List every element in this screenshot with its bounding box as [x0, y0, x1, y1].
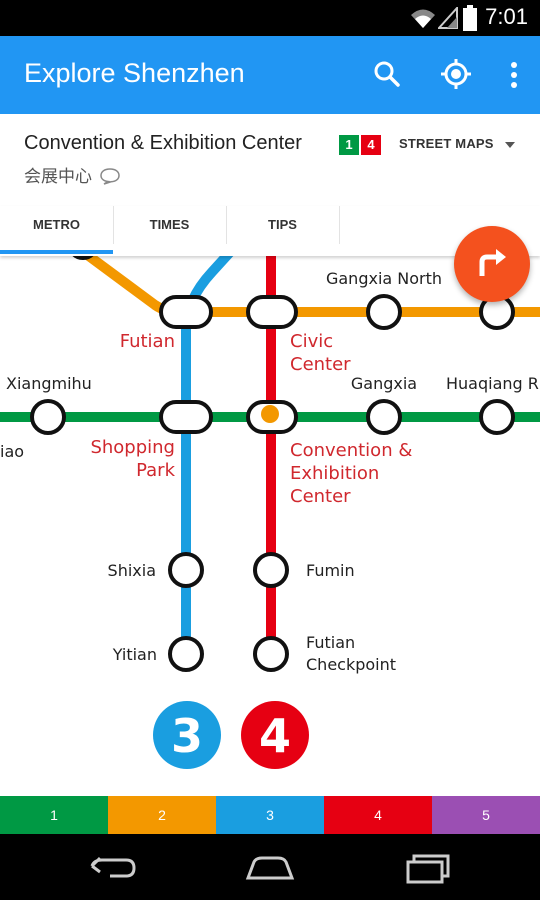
- station-marker-gangxia[interactable]: [366, 399, 402, 435]
- status-time: 7:01: [485, 4, 528, 29]
- tab-indicator: [0, 250, 113, 254]
- more-vert-icon: [511, 62, 517, 88]
- tab-divider: [339, 206, 340, 244]
- label-park: Park: [136, 460, 175, 481]
- station-marker-gangxia-north[interactable]: [366, 294, 402, 330]
- home-button[interactable]: [240, 848, 300, 888]
- line-tab-4[interactable]: 4: [324, 796, 432, 834]
- turn-right-arrow-icon: [479, 249, 506, 276]
- label-iao: iao: [0, 442, 24, 461]
- label-gangxia-north: Gangxia North: [326, 269, 442, 288]
- label-yitian: Yitian: [112, 645, 157, 664]
- recents-icon: [406, 854, 450, 884]
- line-badge-4: 4: [361, 135, 381, 155]
- line-3-circle[interactable]: [153, 701, 221, 769]
- label-exhibition: Exhibition: [290, 463, 379, 484]
- system-nav-bar: [0, 834, 540, 900]
- line-4-number: 4: [259, 709, 291, 763]
- line-tab-1[interactable]: 1: [0, 796, 108, 834]
- line-tab-2[interactable]: 2: [108, 796, 216, 834]
- label-convention: Convention &: [290, 440, 412, 461]
- street-maps-label: STREET MAPS: [399, 136, 494, 151]
- directions-fab[interactable]: [454, 226, 530, 302]
- tab-metro[interactable]: METRO: [33, 217, 80, 232]
- line-3-number: 3: [171, 709, 203, 763]
- station-marker-civic-center[interactable]: [246, 295, 298, 329]
- status-bar: 7:01: [0, 0, 540, 36]
- label-fumin: Fumin: [306, 561, 355, 580]
- battery-icon: [463, 5, 477, 31]
- label-center: Center: [290, 354, 351, 375]
- label-gangxia: Gangxia: [351, 374, 417, 393]
- station-marker-futian[interactable]: [159, 295, 213, 329]
- app-bar: Explore Shenzhen: [0, 36, 540, 114]
- station-marker-shixia[interactable]: [168, 552, 204, 588]
- street-maps-dropdown[interactable]: STREET MAPS: [399, 132, 525, 158]
- back-button[interactable]: [82, 848, 142, 888]
- tab-times[interactable]: TIMES: [149, 217, 190, 232]
- line-selector-bar: 1 2 3 4 5: [0, 796, 540, 834]
- station-native-text: 会展中心: [24, 167, 92, 187]
- search-button[interactable]: [363, 50, 411, 98]
- station-marker-huaqiang[interactable]: [479, 399, 515, 435]
- label-civic: Civic: [290, 331, 333, 352]
- label-futian: Futian: [120, 331, 175, 352]
- station-header: Convention & Exhibition Center 1 4 会展中心 …: [0, 114, 540, 206]
- overflow-menu-button[interactable]: [490, 50, 538, 98]
- dropdown-arrow-icon: [505, 142, 515, 148]
- search-icon: [374, 61, 400, 87]
- label-xiangmihu: Xiangmihu: [6, 374, 92, 393]
- station-name: Convention & Exhibition Center: [24, 132, 302, 154]
- label-center-2: Center: [290, 486, 351, 507]
- speech-bubble-icon[interactable]: [99, 167, 121, 185]
- line-4-circle[interactable]: [241, 701, 309, 769]
- station-marker-xiangmihu[interactable]: [30, 399, 66, 435]
- current-location-dot: [261, 405, 279, 423]
- station-marker-yitian[interactable]: [168, 636, 204, 672]
- recents-button[interactable]: [398, 848, 458, 888]
- my-location-button[interactable]: [432, 50, 480, 98]
- station-marker-fumin[interactable]: [253, 552, 289, 588]
- tab-bar: METRO TIMES TIPS: [0, 206, 540, 256]
- label-shopping: Shopping: [90, 437, 175, 458]
- station-native-name: 会展中心: [24, 162, 121, 187]
- app-title: Explore Shenzhen: [24, 58, 245, 88]
- label-shixia: Shixia: [108, 561, 156, 580]
- signal-icon: [438, 7, 458, 29]
- back-icon: [90, 856, 136, 878]
- label-checkpoint: Checkpoint: [306, 655, 396, 674]
- station-marker-shopping-park[interactable]: [159, 400, 213, 434]
- tab-tips[interactable]: TIPS: [268, 217, 297, 232]
- station-marker-futian-checkpoint[interactable]: [253, 636, 289, 672]
- my-location-icon: [441, 59, 471, 89]
- tab-divider: [226, 206, 227, 244]
- wifi-icon: [411, 9, 435, 28]
- label-huaqiang: Huaqiang R: [446, 374, 539, 393]
- home-icon: [245, 856, 295, 880]
- label-futian-2: Futian: [306, 633, 355, 652]
- line-tab-3[interactable]: 3: [216, 796, 324, 834]
- line-badge-1: 1: [339, 135, 359, 155]
- line-tab-5[interactable]: 5: [432, 796, 540, 834]
- tab-divider: [113, 206, 114, 244]
